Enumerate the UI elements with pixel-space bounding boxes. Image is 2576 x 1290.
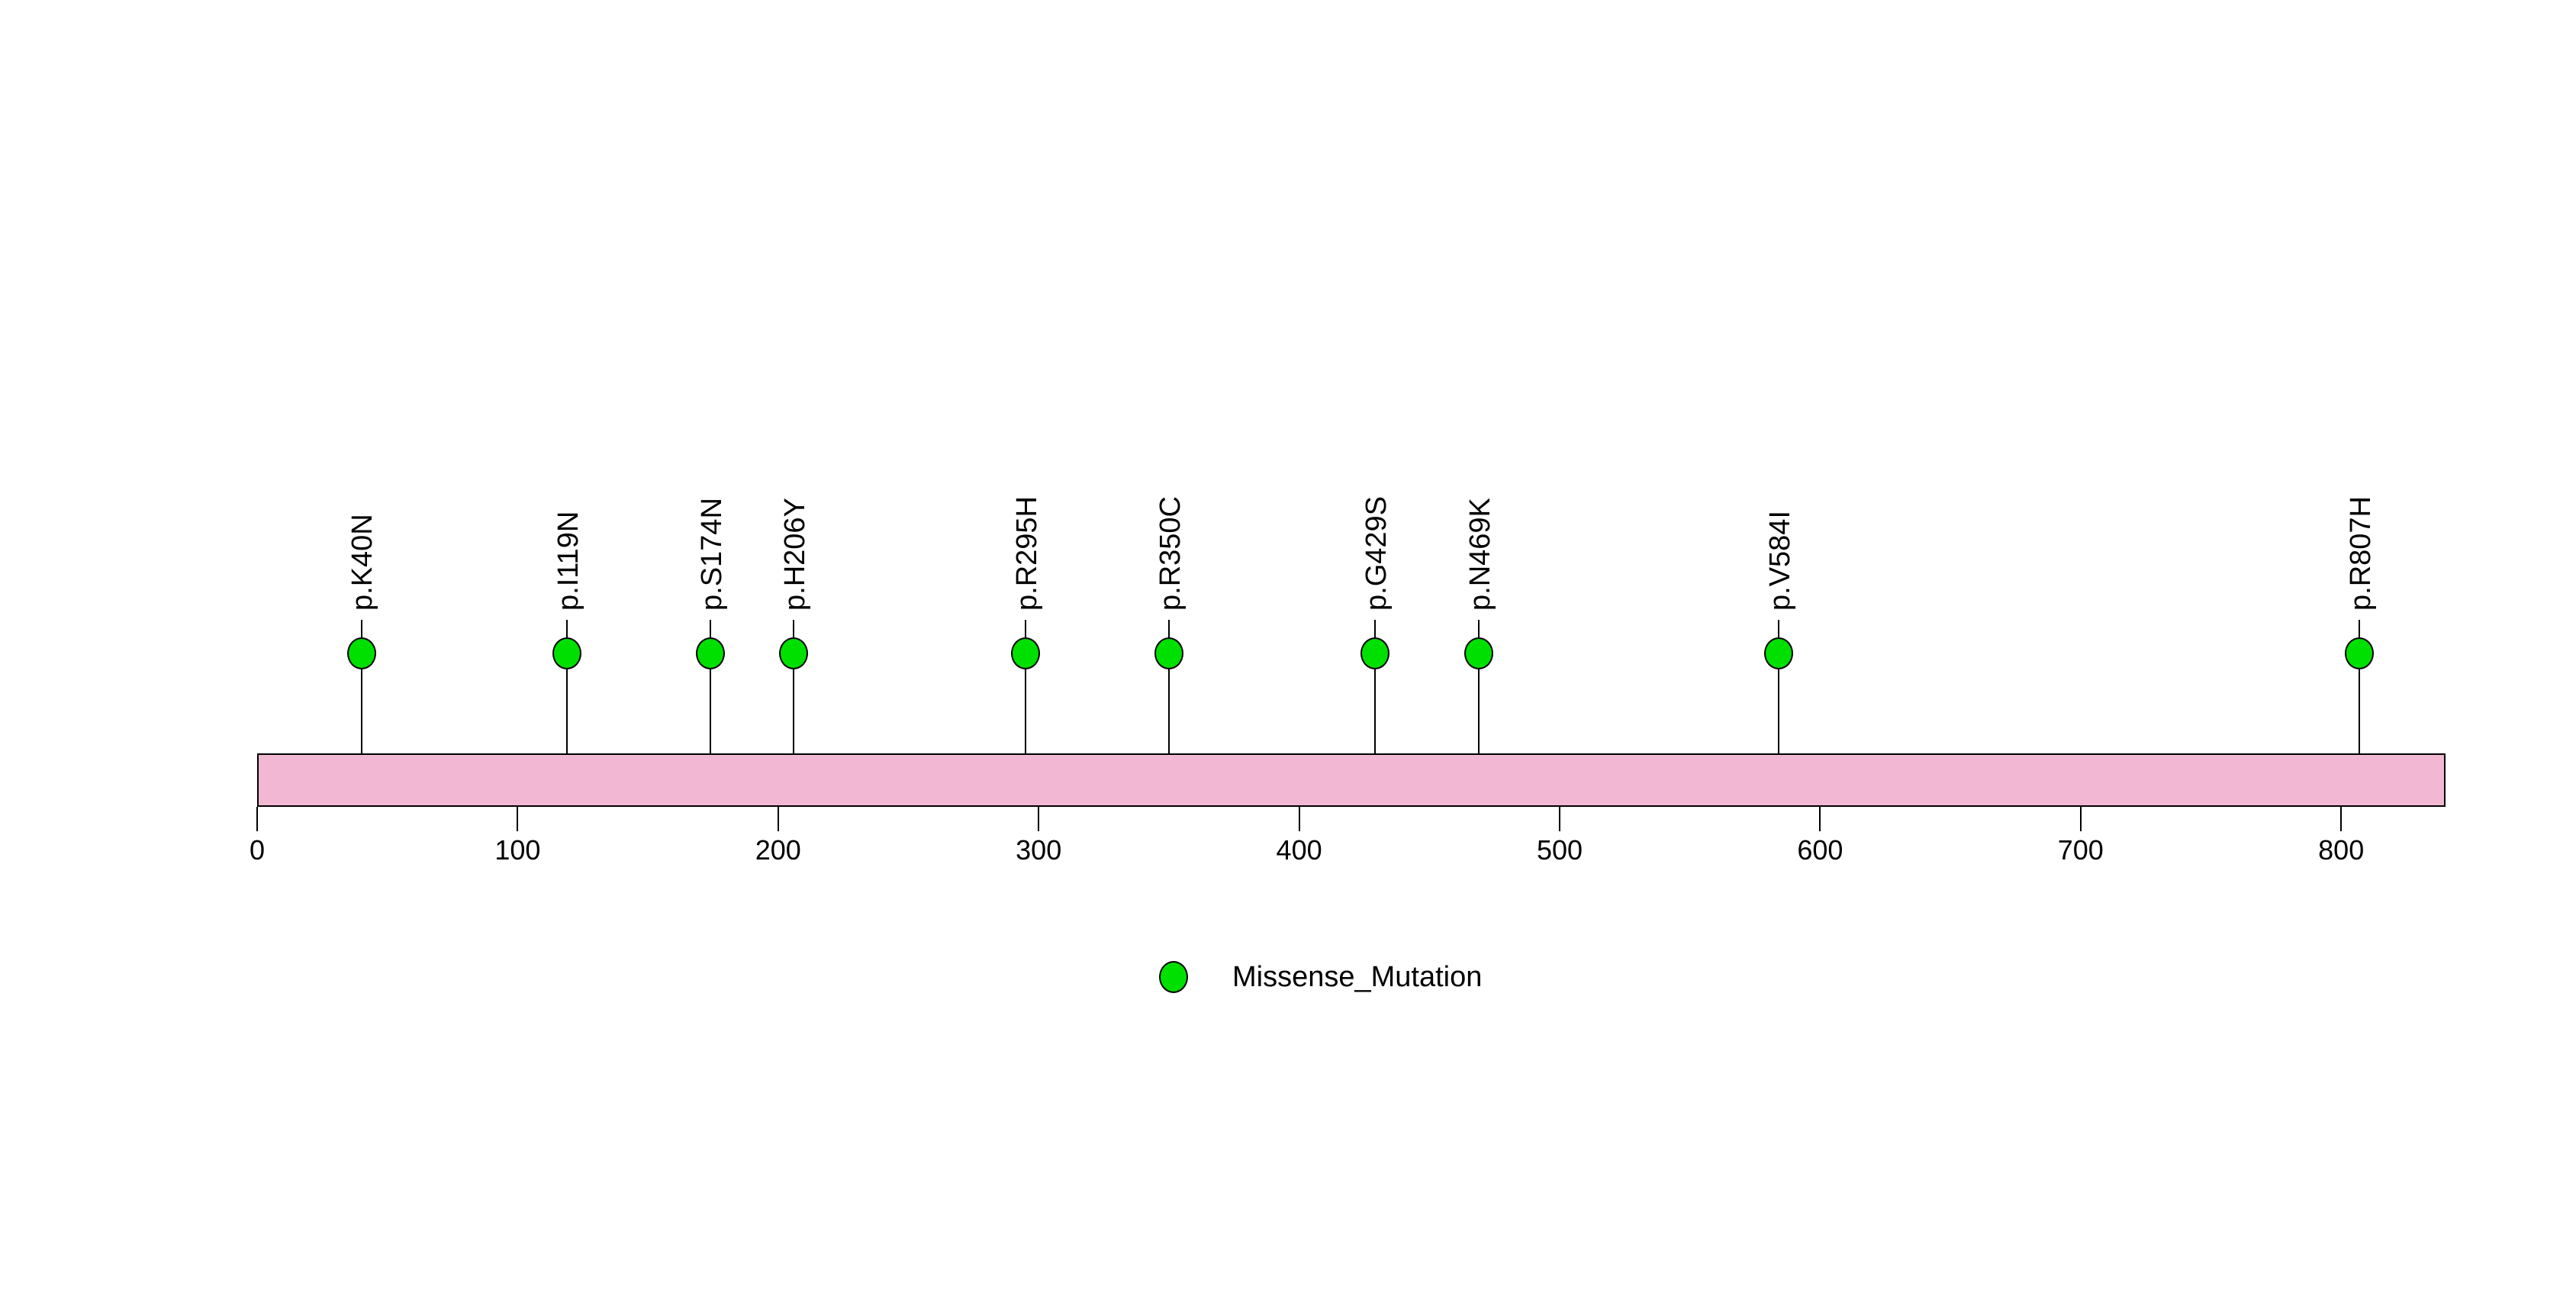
x-axis-tick-label: 300 — [1016, 834, 1062, 866]
mutation-label: p.V584I — [1763, 511, 1796, 611]
mutation-marker — [346, 637, 376, 669]
mutation-marker — [2345, 637, 2375, 669]
x-axis-tick — [256, 807, 258, 831]
lollipop-stick — [1777, 620, 1779, 753]
mutation-label: p.R295H — [1011, 496, 1044, 611]
protein-bar — [257, 753, 2446, 807]
lollipop-stick — [1478, 620, 1480, 753]
lollipop-stick — [1167, 620, 1170, 753]
lollipop-stick — [1373, 620, 1376, 753]
x-axis-tick — [1819, 807, 1821, 831]
x-axis-tick — [1559, 807, 1560, 831]
lollipop-stick — [360, 620, 362, 753]
x-axis-tick-label: 600 — [1797, 834, 1843, 866]
legend-label: Missense_Mutation — [1232, 961, 1483, 993]
lollipop-stick — [566, 620, 568, 753]
x-axis-tick-label: 800 — [2318, 834, 2365, 866]
mutation-label: p.K40N — [346, 514, 379, 611]
x-axis-tick-label: 100 — [494, 834, 541, 866]
legend: Missense_Mutation — [1159, 960, 1482, 994]
x-axis-tick-label: 500 — [1536, 834, 1583, 866]
x-axis-tick — [2340, 807, 2343, 831]
x-axis-tick-label: 700 — [2057, 834, 2104, 866]
mutation-marker — [779, 637, 809, 669]
mutation-label: p.H206Y — [779, 498, 812, 611]
x-axis-tick — [2079, 807, 2082, 831]
mutation-label: p.R350C — [1154, 496, 1187, 611]
mutation-marker — [1464, 637, 1494, 669]
x-axis-tick-label: 200 — [755, 834, 801, 866]
x-axis-tick-label: 0 — [249, 834, 266, 866]
mutation-marker — [552, 637, 582, 669]
x-axis-tick — [517, 807, 519, 831]
mutation-label: p.N469K — [1464, 498, 1497, 611]
lollipop-stick — [793, 620, 795, 753]
mutation-label: p.R807H — [2344, 496, 2377, 611]
mutation-marker — [1360, 637, 1389, 669]
mutation-label: p.G429S — [1360, 496, 1393, 611]
mutation-marker — [1011, 637, 1041, 669]
mutation-marker — [696, 637, 726, 669]
mutation-label: p.I119N — [552, 511, 585, 611]
x-axis-tick — [777, 807, 779, 831]
mutation-label: p.S174N — [695, 498, 728, 611]
mutation-marker — [1154, 637, 1183, 669]
missense-mutation-legend-swatch-icon — [1159, 961, 1188, 993]
lollipop-stick — [1025, 620, 1027, 753]
x-axis-tick — [1298, 807, 1300, 831]
lollipop-stick — [710, 620, 712, 753]
lollipop-stick — [2359, 620, 2361, 753]
x-axis-tick — [1038, 807, 1040, 831]
mutation-marker — [1763, 637, 1793, 669]
x-axis-tick-label: 400 — [1276, 834, 1322, 866]
